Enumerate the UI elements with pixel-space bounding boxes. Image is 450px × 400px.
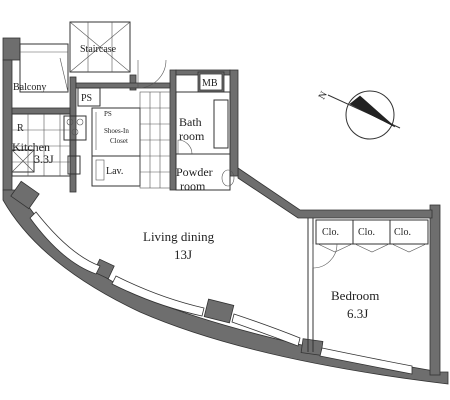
ps-top-label: PS <box>81 93 92 104</box>
bathroom-label-2: room <box>179 129 205 143</box>
powder-room-label-2: room <box>180 179 206 193</box>
kitchen-r-label: R <box>17 123 24 134</box>
curved-windows <box>29 211 413 375</box>
living-dining-label: Living dining <box>143 229 215 244</box>
bathroom-label-1: Bath <box>179 115 202 129</box>
bath-area: Bath room Powder room <box>175 91 235 193</box>
ps-small-label: PS <box>104 110 112 118</box>
compass-icon: N <box>317 90 401 140</box>
entry-area: Shoes-In Closet Lav. <box>91 91 171 189</box>
kitchen-label: Kitchen <box>12 140 50 154</box>
shoes-in-closet-label-2: Closet <box>110 137 128 145</box>
compass-north-label: N <box>317 90 330 102</box>
powder-room-label-1: Powder <box>176 165 213 179</box>
closet-1-label: Clo. <box>322 227 339 238</box>
closet-3-label: Clo. <box>394 227 411 238</box>
utility-area: PS MB PS <box>77 71 225 118</box>
living-dining-area: Living dining 13J <box>143 229 215 262</box>
living-size-label: 13J <box>174 247 192 262</box>
staircase-label: Staircase <box>80 44 117 55</box>
mb-label: MB <box>202 78 218 89</box>
bedroom-area: Clo. Clo. Clo. Bedroom 6.3J <box>307 218 429 352</box>
balcony-label: Balcony <box>13 82 46 93</box>
staircase-area: Staircase <box>69 21 167 89</box>
kitchen-area: R Kitchen 3.3J <box>11 113 87 177</box>
outer-walls <box>2 37 449 385</box>
shoes-in-closet-label-1: Shoes-In <box>104 127 129 135</box>
kitchen-size-label: 3.3J <box>34 152 54 166</box>
bedroom-label: Bedroom <box>331 288 379 303</box>
lav-label: Lav. <box>106 166 123 177</box>
closet-2-label: Clo. <box>358 227 375 238</box>
bedroom-size-label: 6.3J <box>347 306 368 321</box>
balcony-area: Balcony <box>13 43 69 93</box>
